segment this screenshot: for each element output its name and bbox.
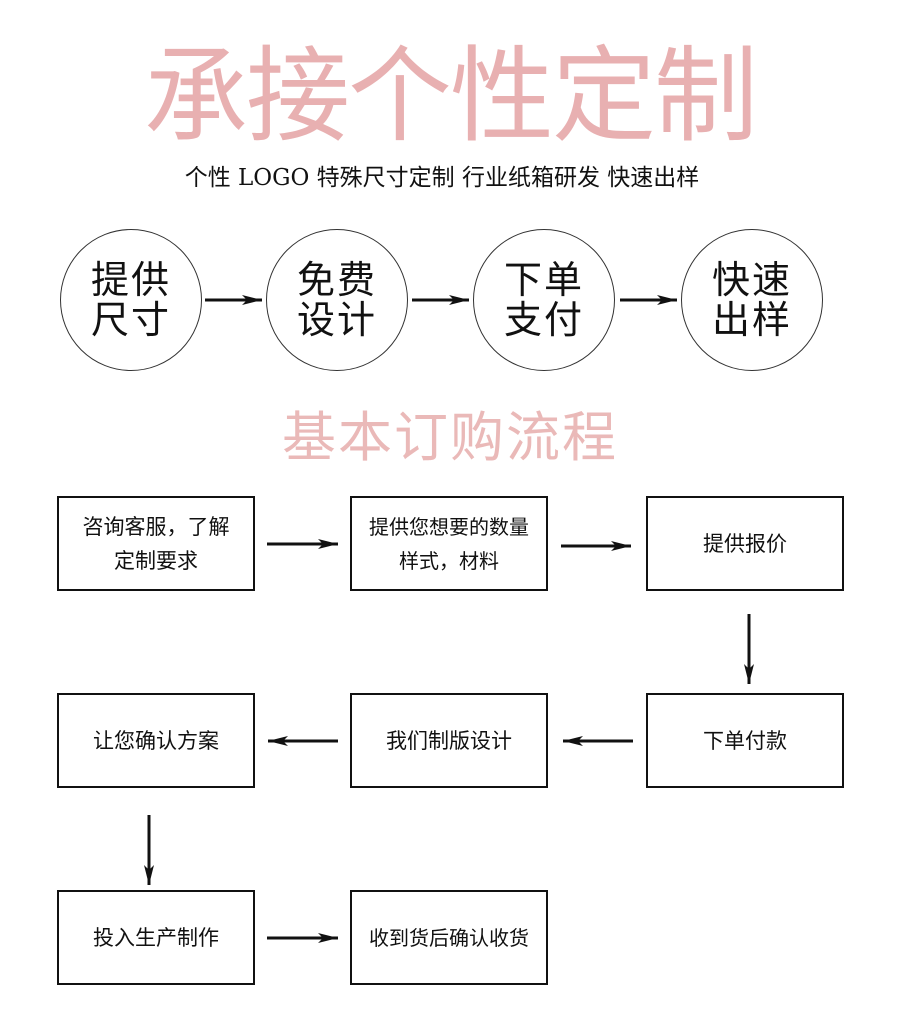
page-title: 承接个性定制 <box>143 35 758 157</box>
process-box-label: 提供报价 <box>703 531 787 556</box>
circle-step-label: 免费 设计 <box>296 258 377 342</box>
process-box-2: 提供您想要的数量 样式，材料 <box>350 496 548 591</box>
circle-step-label: 快速 出样 <box>711 258 792 342</box>
process-box-label: 咨询客服，了解 定制要求 <box>82 514 230 573</box>
process-box-5: 我们制版设计 <box>350 693 548 788</box>
circle-step-label: 提供 尺寸 <box>90 258 171 342</box>
circle-step-1: 提供 尺寸 <box>60 229 202 371</box>
process-box-7: 投入生产制作 <box>57 890 255 985</box>
section-title: 基本订购流程 <box>282 406 618 469</box>
process-box-6: 让您确认方案 <box>57 693 255 788</box>
process-box-label: 下单付款 <box>703 728 787 753</box>
circle-step-2: 免费 设计 <box>266 229 408 371</box>
subtitle: 个性 LOGO 特殊尺寸定制 行业纸箱研发 快速出样 <box>184 165 700 191</box>
process-box-label: 收到货后确认收货 <box>369 925 529 950</box>
circle-step-3: 下单 支付 <box>473 229 615 371</box>
process-box-label: 投入生产制作 <box>93 925 219 950</box>
process-box-label: 提供您想要的数量 样式，材料 <box>369 514 529 573</box>
process-box-label: 让您确认方案 <box>93 728 219 753</box>
process-box-3: 提供报价 <box>646 496 844 591</box>
process-box-1: 咨询客服，了解 定制要求 <box>57 496 255 591</box>
circle-step-label: 下单 支付 <box>503 258 584 342</box>
circle-step-4: 快速 出样 <box>681 229 823 371</box>
process-box-4: 下单付款 <box>646 693 844 788</box>
process-box-label: 我们制版设计 <box>386 728 512 753</box>
process-box-8: 收到货后确认收货 <box>350 890 548 985</box>
